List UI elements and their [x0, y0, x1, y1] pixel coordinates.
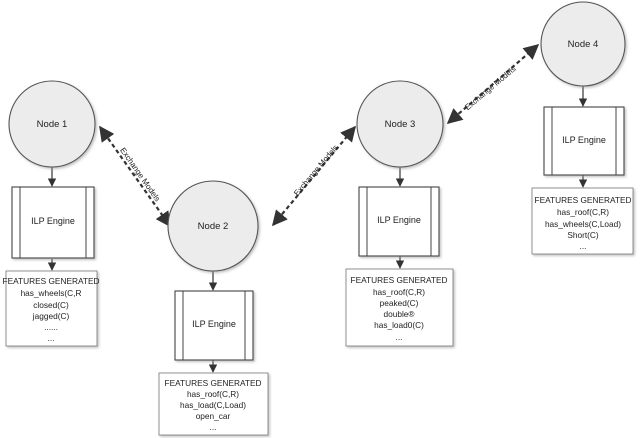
feature-item: ...... — [44, 322, 58, 332]
node-3: Node 3 — [356, 80, 444, 168]
features-box-2: FEATURES GENERATED has_roof(C,R) has_loa… — [158, 372, 269, 436]
features-3-title: FEATURES GENERATED — [351, 275, 448, 285]
features-box-4: FEATURES GENERATED has_roof(C,R) has_whe… — [531, 187, 634, 255]
engine-2-label: ILP Engine — [192, 319, 236, 329]
engine-3-label: ILP Engine — [377, 215, 421, 225]
feature-item: has_wheels(C,R — [21, 288, 82, 298]
engine-3: ILP Engine — [358, 186, 440, 257]
feature-item: ... — [210, 422, 217, 432]
feature-item: has_wheels(C,Load) — [545, 219, 621, 229]
edge-label-node1-node2: Exchange Models — [118, 146, 162, 203]
edge-label-node2-node3: Exchange Models — [292, 143, 340, 198]
node-4: Node 4 — [540, 1, 626, 87]
node-1: Node 1 — [8, 80, 96, 168]
features-box-3: FEATURES GENERATED has_roof(C,R) peaked(… — [345, 268, 454, 347]
features-2-title: FEATURES GENERATED — [165, 378, 262, 388]
features-box-1: FEATURES GENERATED has_wheels(C,R closed… — [3, 270, 100, 347]
feature-item: double® — [383, 309, 414, 319]
feature-item: ... — [48, 333, 55, 343]
feature-item: has_roof(C,R) — [187, 389, 239, 399]
node-2-label: Node 2 — [198, 221, 229, 232]
feature-item: closed(C) — [33, 300, 69, 310]
engine-2: ILP Engine — [174, 290, 254, 361]
features-4-title: FEATURES GENERATED — [535, 195, 632, 205]
connector-lines — [47, 86, 588, 373]
feature-item: has_load(C,Load) — [180, 400, 246, 410]
features-1-title: FEATURES GENERATED — [3, 276, 100, 286]
engine-1-label: ILP Engine — [31, 216, 75, 226]
node-2: Node 2 — [167, 180, 259, 272]
feature-item: has_roof(C,R) — [373, 287, 425, 297]
edge-node2-node3: Exchange Models — [272, 125, 356, 227]
engine-4-label: ILP Engine — [562, 135, 606, 145]
edge-node3-node4: Exchange Models — [446, 43, 540, 125]
feature-item: ... — [580, 241, 587, 251]
node-4-label: Node 4 — [568, 39, 599, 50]
edge-node1-node2: Exchange Models — [99, 125, 171, 228]
feature-item: has_load0(C) — [374, 320, 424, 330]
feature-item: has_roof(C,R) — [557, 207, 609, 217]
feature-item: ... — [396, 332, 403, 342]
engine-4: ILP Engine — [543, 106, 625, 176]
feature-item: peaked(C) — [380, 298, 419, 308]
edge-label-node3-node4: Exchange Models — [463, 64, 518, 112]
feature-item: open_car — [196, 411, 231, 421]
node-1-label: Node 1 — [37, 119, 68, 130]
engine-1: ILP Engine — [11, 186, 95, 259]
feature-item: Short(C) — [567, 230, 599, 240]
node-3-label: Node 3 — [385, 119, 416, 130]
feature-item: jagged(C) — [32, 311, 70, 321]
